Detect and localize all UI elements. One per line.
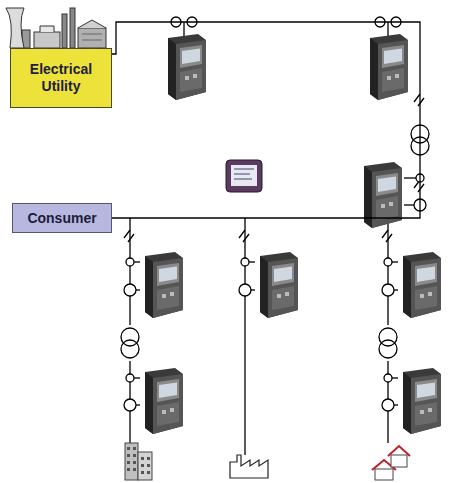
utility-box: Electrical Utility (10, 48, 112, 108)
power-line (112, 22, 420, 218)
node-label: Consumer (27, 210, 96, 227)
consumer-box: Consumer (12, 203, 112, 233)
node-label: Electrical Utility (17, 61, 105, 95)
